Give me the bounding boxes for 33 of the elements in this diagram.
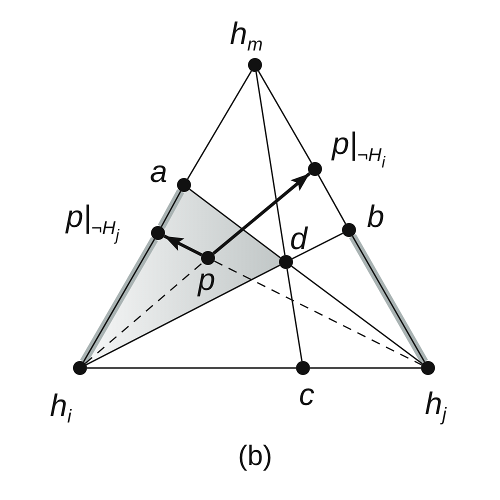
- point-label: b: [367, 200, 386, 236]
- point-dot: [73, 361, 87, 375]
- line-segment: [86, 264, 280, 366]
- line-segment: [286, 268, 303, 362]
- point-label: h$_{j}$: [425, 387, 448, 426]
- point-dot: [248, 58, 262, 72]
- line-segment: [189, 188, 281, 258]
- point-label: c: [299, 378, 316, 414]
- point-dot: [279, 255, 293, 269]
- point-dot: [151, 226, 165, 240]
- line-segment: [291, 266, 423, 364]
- line-segment: [187, 70, 252, 180]
- dashed-line: [214, 260, 422, 366]
- point-label: d: [290, 222, 309, 258]
- line-segment: [87, 367, 296, 369]
- point-dot: [342, 223, 356, 237]
- point-dot: [421, 361, 435, 375]
- point-dot: [296, 361, 310, 375]
- point-dot: [308, 162, 322, 176]
- caption: (b): [238, 440, 272, 472]
- line-segment: [310, 367, 421, 369]
- point-label: h$_{i}$: [50, 389, 73, 428]
- line-segment: [255, 72, 286, 256]
- line-segment: [292, 232, 344, 260]
- point-dot: [177, 178, 191, 192]
- line-segment: [258, 70, 312, 164]
- line-segment: [318, 174, 346, 224]
- arrow: [212, 172, 311, 255]
- arrow: [164, 234, 202, 256]
- point-label: a: [150, 155, 168, 191]
- dashed-line: [84, 262, 204, 364]
- point-label: h$_{m}$: [230, 17, 264, 56]
- point-label: p: [198, 263, 216, 299]
